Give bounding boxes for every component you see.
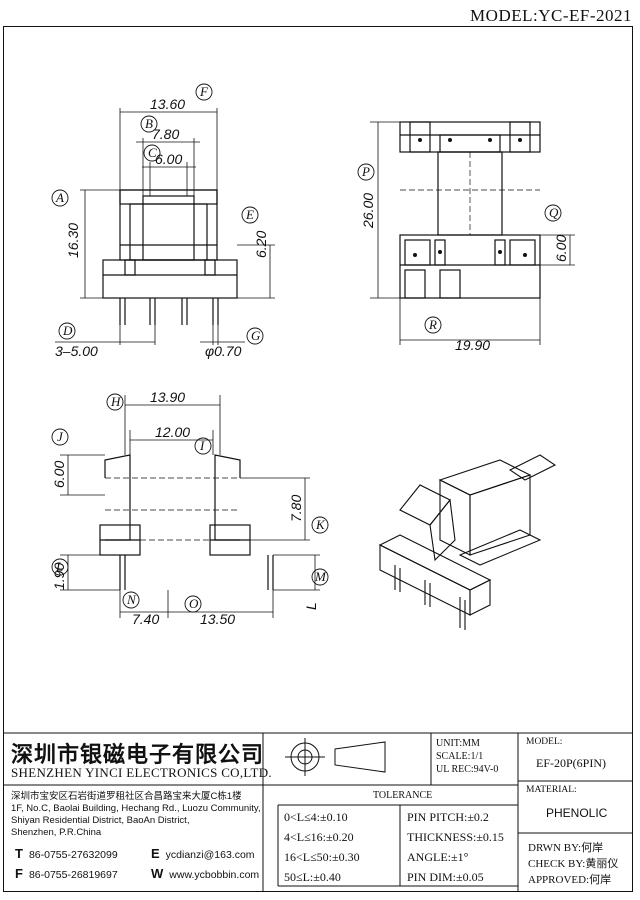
tolerance-heading: TOLERANCE	[373, 790, 433, 801]
scale-text: SCALE:1/1	[436, 751, 484, 762]
fax-value: 86-0755-26819697	[28, 869, 118, 881]
label-r: R	[428, 317, 437, 332]
front-view	[102, 189, 238, 325]
dim-front-c: 6.00	[155, 151, 182, 167]
approved-by: APPROVED:何岸	[528, 874, 612, 886]
address-en-1: 1F, No.C, Baolai Building, Hechang Rd., …	[11, 803, 261, 814]
tolerance-row-4: 50≤L:±0.40	[284, 870, 341, 884]
dim-top-l: 1.90	[51, 563, 67, 590]
label-q: Q	[549, 205, 559, 220]
dim-top-o: 13.50	[200, 611, 235, 627]
dim-front-pin-dia: φ0.70	[205, 343, 242, 359]
model-title: MODEL:YC-EF-2021	[470, 6, 632, 25]
tolerance-row-1: 0<L≤4:±0.10	[284, 810, 348, 824]
dim-front-height: 16.30	[65, 223, 81, 258]
reference-label-texts: F B C A D E G H I J K L M N O P Q R	[55, 84, 559, 611]
web-label: W	[151, 866, 164, 881]
label-o: O	[189, 596, 199, 611]
dim-top-m: L	[303, 602, 319, 610]
checked-by: CHECK BY:黄丽仪	[528, 858, 619, 870]
label-m: M	[314, 569, 327, 584]
dimension-texts: 13.60 7.80 6.00 16.30 6.20 3–5.00 φ0.70 …	[51, 96, 569, 627]
dim-top-inner: 12.00	[155, 424, 190, 440]
contact-fax: F 86-0755-26819697	[15, 866, 118, 881]
address-en-2: Shiyan Residential District, BaoAn Distr…	[11, 815, 190, 826]
contact-tel: T 86-0755-27632099	[15, 846, 118, 861]
isometric-view	[378, 454, 557, 630]
label-g: G	[251, 328, 261, 343]
dim-side-width: 19.90	[455, 337, 490, 353]
label-l: L	[55, 559, 63, 574]
dim-side-height: 26.00	[360, 193, 376, 229]
web-value: www.ycbobbin.com	[169, 869, 260, 881]
unit-text: UNIT:MM	[436, 738, 480, 749]
dim-side-q: 6.00	[553, 235, 569, 262]
model-value: EF-20P(6PIN)	[536, 756, 607, 770]
dim-front-width: 13.60	[150, 96, 185, 112]
tolerance-thickness: THICKNESS:±0.15	[407, 830, 504, 844]
front-dimension-lines	[55, 108, 275, 345]
spec-info: UNIT:MM SCALE:1/1 UL REC:94V-0	[436, 737, 498, 776]
email-value: ycdianzi@163.com	[165, 849, 255, 861]
label-k: K	[315, 517, 326, 532]
email-label: E	[151, 846, 160, 861]
tolerance-row-2: 4<L≤16:±0.20	[284, 830, 354, 844]
side-view	[399, 121, 541, 299]
address-en-3: Shenzhen, P.R.China	[11, 827, 102, 838]
company-name-en: SHENZHEN YINCI ELECTRONICS CO,LTD.	[11, 765, 272, 780]
company-name-cn: 深圳市银磁电子有限公司	[11, 742, 265, 768]
label-e: E	[245, 207, 254, 222]
label-c: C	[148, 145, 157, 160]
company-address: 深圳市宝安区石岩街道罗租社区合昌路宝来大厦C栋1楼 1F, No.C, Baol…	[11, 791, 261, 839]
label-b: B	[145, 116, 153, 131]
reference-labels	[51, 83, 562, 613]
dim-front-e: 6.20	[253, 231, 269, 258]
label-n: N	[126, 592, 137, 607]
drawing-frame	[3, 26, 633, 892]
address-cn: 深圳市宝安区石岩街道罗租社区合昌路宝来大厦C栋1楼	[11, 791, 242, 802]
dim-top-outer: 13.90	[150, 389, 185, 405]
label-h: H	[110, 394, 121, 409]
side-dimension-lines	[370, 121, 575, 345]
dim-top-k: 7.80	[288, 495, 304, 522]
tel-value: 86-0755-27632099	[28, 849, 118, 861]
title-block: 深圳市银磁电子有限公司 SHENZHEN YINCI ELECTRONICS C…	[3, 733, 633, 892]
dim-top-j: 6.00	[51, 461, 67, 488]
tolerance-pin-pitch: PIN PITCH:±0.2	[407, 810, 489, 824]
top-view	[99, 454, 274, 590]
dim-top-n: 7.40	[132, 611, 159, 627]
dim-front-b: 7.80	[152, 126, 179, 142]
label-a: A	[55, 190, 64, 205]
drawn-by: DRWN BY:何岸	[528, 842, 604, 854]
projection-symbol-icon	[285, 738, 386, 776]
material-value: PHENOLIC	[546, 806, 608, 820]
title-block-lines	[3, 732, 633, 892]
tolerance-row-3: 16<L≤50:±0.30	[284, 850, 360, 864]
tel-label: T	[15, 846, 23, 861]
label-i: I	[199, 438, 205, 453]
label-f: F	[199, 84, 209, 99]
model-label: MODEL:	[526, 737, 563, 747]
top-dimension-lines	[60, 395, 320, 618]
material-label: MATERIAL:	[526, 785, 577, 795]
fax-label: F	[15, 866, 23, 881]
label-j: J	[57, 429, 64, 444]
label-p: P	[361, 164, 370, 179]
tolerance-pin-dim: PIN DIM:±0.05	[407, 870, 484, 884]
dim-front-pins: 3–5.00	[55, 343, 98, 359]
ul-text: UL REC:94V-0	[436, 764, 499, 775]
tolerance-angle: ANGLE:±1°	[407, 850, 469, 864]
label-d: D	[62, 323, 73, 338]
